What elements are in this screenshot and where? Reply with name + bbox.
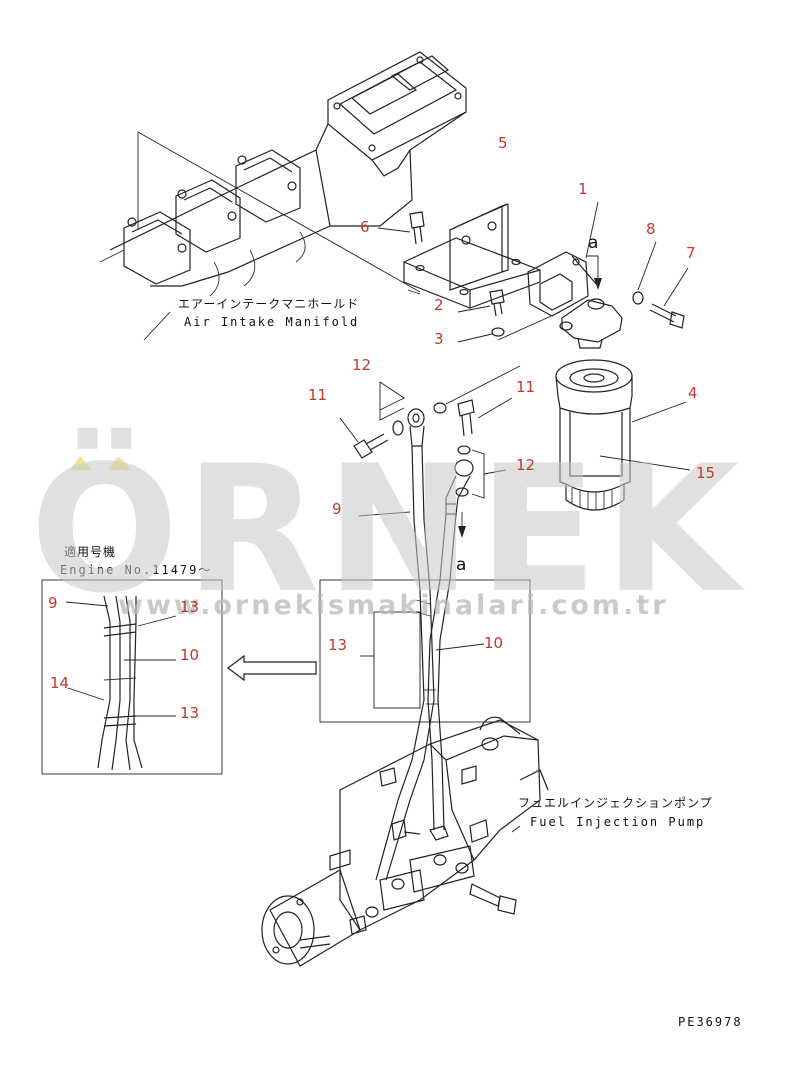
washer-8	[632, 291, 644, 305]
part-number-9-detail: 9	[48, 594, 58, 612]
engine-number-label: Engine No.11479～	[60, 563, 212, 577]
part-number-14: 14	[50, 674, 69, 692]
bolt-7	[649, 303, 685, 329]
ref-a-bottom: a	[456, 555, 466, 575]
applicable-jp-label: 適用号機	[64, 544, 116, 559]
ref-a-top: a	[588, 233, 598, 253]
detail-box-inset	[41, 579, 223, 775]
washer-right-lower	[455, 487, 469, 497]
part-number-5: 5	[498, 134, 508, 152]
watermark-url: www.ornekismakinalari.com.tr	[118, 590, 669, 621]
watermark-brand: ÖRNEK	[30, 427, 745, 632]
bolt-6	[409, 211, 425, 245]
fuel-pump-en-label: Fuel Injection Pump	[530, 815, 705, 829]
air-intake-manifold-jp-label: エアーインテークマニホールド	[178, 297, 359, 311]
part-number-13-detail-top: 13	[180, 598, 199, 616]
part-number-7: 7	[686, 244, 696, 262]
part-number-11-left: 11	[308, 386, 327, 404]
bolt-11-left	[353, 433, 389, 459]
fuel-injection-pump	[261, 716, 549, 967]
drawing-code: PE36978	[678, 1015, 743, 1029]
detail-box-main	[319, 579, 531, 723]
washer-right-upper	[457, 445, 471, 455]
part-number-9-main: 9	[332, 500, 342, 518]
part-number-1: 1	[578, 180, 588, 198]
part-number-13-detail-bottom: 13	[180, 704, 199, 722]
part-number-12-right: 12	[516, 456, 535, 474]
part-number-13-main: 13	[328, 636, 347, 654]
washer-3	[491, 327, 505, 337]
part-number-11-right: 11	[516, 378, 535, 396]
air-intake-manifold-en-label: Air Intake Manifold	[184, 315, 359, 329]
part-number-8: 8	[646, 220, 656, 238]
eye-fitting-upper	[407, 408, 425, 447]
inset-hoses	[97, 595, 143, 771]
fuel-hoses	[375, 445, 457, 881]
part-number-10-main: 10	[484, 634, 503, 652]
part-number-15: 15	[696, 464, 715, 482]
washer-center	[433, 402, 447, 414]
filter-head	[527, 251, 623, 349]
part-number-10-detail: 10	[180, 646, 199, 664]
part-number-2: 2	[434, 296, 444, 314]
watermark: ÖRNEK www.ornekismakinalari.com.tr	[30, 427, 745, 632]
washer-left	[392, 420, 404, 436]
bolt-11-right	[457, 399, 475, 437]
part-number-3: 3	[434, 330, 444, 348]
part-number-4: 4	[688, 384, 698, 402]
bolt-2	[489, 289, 505, 317]
view-arrow	[227, 654, 317, 682]
air-intake-manifold	[99, 51, 467, 297]
part-number-12-top: 12	[352, 356, 371, 374]
fuel-pump-jp-label: フュエルインジェクションポンプ	[518, 796, 713, 810]
part-number-6: 6	[360, 218, 370, 236]
fuel-filter	[555, 359, 633, 511]
banjo-fitting	[445, 459, 474, 515]
bracket	[403, 203, 541, 309]
